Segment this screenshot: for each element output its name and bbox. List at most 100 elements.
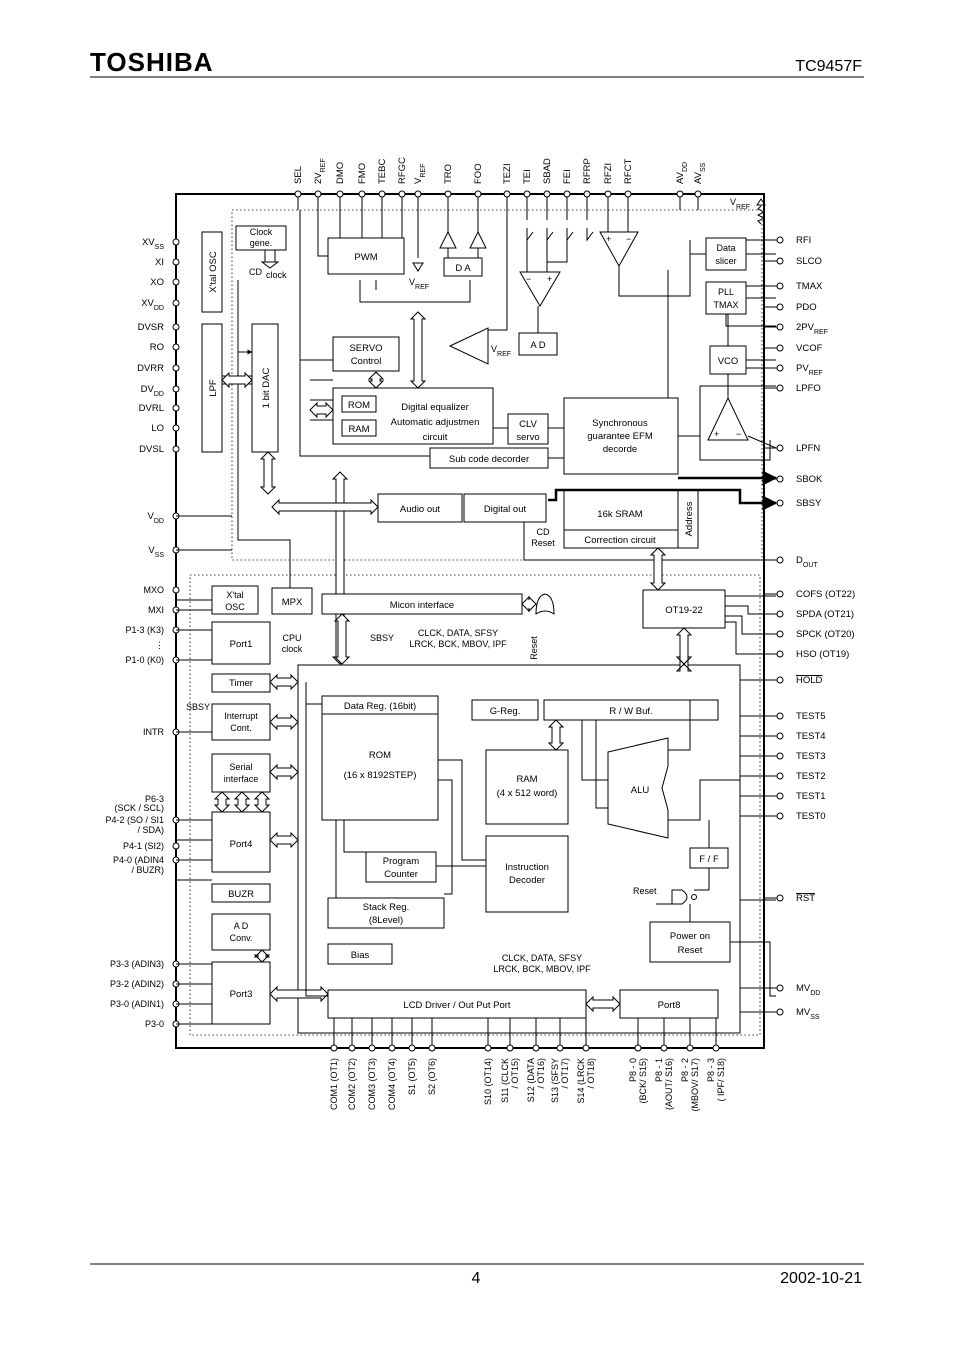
top-pin-label: RFCT — [623, 158, 634, 184]
svg-text:(4 x 512 word): (4 x 512 word) — [497, 788, 558, 799]
left-pin-marker — [172, 586, 180, 594]
right-pin-label: DOUT — [796, 555, 818, 569]
right-pin-marker — [776, 475, 784, 483]
bus-arrow — [253, 791, 271, 813]
left-pin-label: P4-2 (SO / SI1 — [105, 815, 164, 825]
top-pin-marker — [378, 190, 386, 198]
right-pin-marker — [776, 590, 784, 598]
svg-text:CLV: CLV — [519, 419, 537, 430]
left-pin-label: P1-0 (K0) — [125, 655, 164, 665]
bus-arrows — [213, 311, 693, 1013]
left-pin-label: DVDD — [141, 384, 164, 398]
buffer-amp-foo — [469, 230, 487, 249]
right-pin-marker — [776, 894, 784, 902]
svg-text:Reset: Reset — [678, 945, 703, 956]
bottom-pin-marker — [556, 1044, 564, 1052]
top-pin-label: VREF — [413, 164, 427, 184]
bottom-pin-marker — [484, 1044, 492, 1052]
one-bit-dac-block: 1 bit DAC — [251, 323, 279, 453]
bus-arrow — [585, 995, 621, 1013]
rom-main-block: ROM (16 x 8192STEP) — [321, 713, 439, 821]
svg-text:Data: Data — [716, 243, 735, 253]
right-pin-label: TEST4 — [796, 731, 826, 742]
bus-arrow — [233, 791, 251, 813]
right-pin-marker — [776, 712, 784, 720]
bottom-pin-marker — [582, 1044, 590, 1052]
right-pin-marker — [776, 772, 784, 780]
bus-arrow — [269, 673, 299, 691]
right-pin-label: RST — [796, 893, 815, 904]
top-pin-marker — [474, 190, 482, 198]
bus-arrow — [269, 763, 299, 781]
or-gate-icon — [535, 593, 555, 615]
right-pin-marker — [776, 323, 784, 331]
right-pin-marker — [776, 282, 784, 290]
svg-text:Instruction: Instruction — [505, 862, 549, 873]
right-pin-label: MVDD — [796, 983, 820, 997]
right-pin-label: RFI — [796, 235, 811, 246]
xtal-osc-mcu-block: X'tal OSC — [211, 585, 259, 615]
right-pin-label: SLCO — [796, 256, 822, 267]
port3-block: Port3 — [211, 961, 271, 1025]
right-pin-label: SBOK — [796, 474, 823, 485]
vco-block: VCO — [709, 345, 747, 375]
right-pin-label: MVSS — [796, 1007, 820, 1021]
svg-text:G-Reg.: G-Reg. — [490, 706, 521, 717]
svg-text:Decoder: Decoder — [509, 875, 545, 886]
svg-text:BUZR: BUZR — [228, 889, 254, 900]
left-pin-label: P3-3 (ADIN3) — [110, 959, 164, 969]
ram-main-block: RAM (4 x 512 word) — [485, 749, 569, 825]
bus-arrow — [521, 595, 537, 613]
stack-reg-block: Stack Reg. (8Level) — [327, 897, 445, 929]
lcd-driver-block: LCD Driver / Out Put Port — [327, 989, 587, 1019]
bottom-pin-label: COM1 (OT1) — [329, 1058, 339, 1110]
left-pin-marker — [172, 278, 180, 286]
sbsy-arrow — [548, 488, 778, 511]
bottom-pin-marker — [368, 1044, 376, 1052]
interrupt-cont-block: Interrupt Cont. — [211, 703, 271, 741]
right-pin-label: TEST1 — [796, 791, 826, 802]
svg-text:MPX: MPX — [282, 597, 303, 608]
svg-text:D A: D A — [455, 263, 471, 274]
right-pin-label: HOLD — [796, 675, 823, 686]
ot19-22-block: OT19-22 — [642, 589, 726, 629]
svg-text:SERVO: SERVO — [349, 343, 382, 354]
right-pin-marker — [776, 1008, 784, 1016]
bottom-pins: COM1 (OT1)COM2 (OT2)COM3 (OT3)COM4 (OT4)… — [329, 1018, 726, 1112]
right-pin-marker — [776, 303, 784, 311]
left-pin-label: P3-0 (ADIN1) — [110, 999, 164, 1009]
left-pin-marker — [172, 343, 180, 351]
mpx-block: MPX — [271, 587, 313, 615]
svg-text:ROM: ROM — [348, 400, 370, 411]
bottom-pin-label: / OT18) — [586, 1058, 596, 1089]
cd-reset-label-1: CD — [537, 527, 550, 537]
buzr-block: BUZR — [211, 883, 271, 903]
bottom-pin-label: (AOUT/ S16) — [664, 1058, 674, 1110]
left-pin-marker — [172, 299, 180, 307]
vref-label-a: VREF — [409, 277, 429, 291]
ad-top-block: A D — [518, 332, 558, 356]
svg-text:decorde: decorde — [603, 444, 637, 455]
left-pin-label: XI — [155, 257, 164, 268]
reset-gate-label: Reset — [633, 886, 657, 896]
svg-text:Cont.: Cont. — [230, 723, 252, 733]
left-pin-marker — [172, 258, 180, 266]
top-pin-marker — [398, 190, 406, 198]
micon-interface-block: Micon interface — [321, 593, 523, 615]
svg-text:Conv.: Conv. — [230, 933, 253, 943]
svg-text:Correction circuit: Correction circuit — [584, 535, 656, 546]
clv-servo-block: CLV servo — [507, 413, 549, 445]
sub-code-decoder-block: Sub code decorder — [429, 447, 549, 469]
vref-label-b: VREF — [491, 344, 511, 358]
left-pin-label: MXO — [143, 585, 164, 595]
bottom-pin-marker — [634, 1044, 642, 1052]
nand-gate-icon — [671, 889, 688, 905]
buffer-amp-tro — [439, 230, 457, 249]
left-pin-label: DVRL — [139, 403, 164, 414]
ad-conv-block: A D Conv. — [211, 913, 271, 951]
rom-small-block: ROM — [341, 395, 377, 413]
port4-block: Port4 — [211, 811, 271, 873]
left-pin-label: VSS — [148, 545, 164, 559]
left-pin-marker — [172, 323, 180, 331]
